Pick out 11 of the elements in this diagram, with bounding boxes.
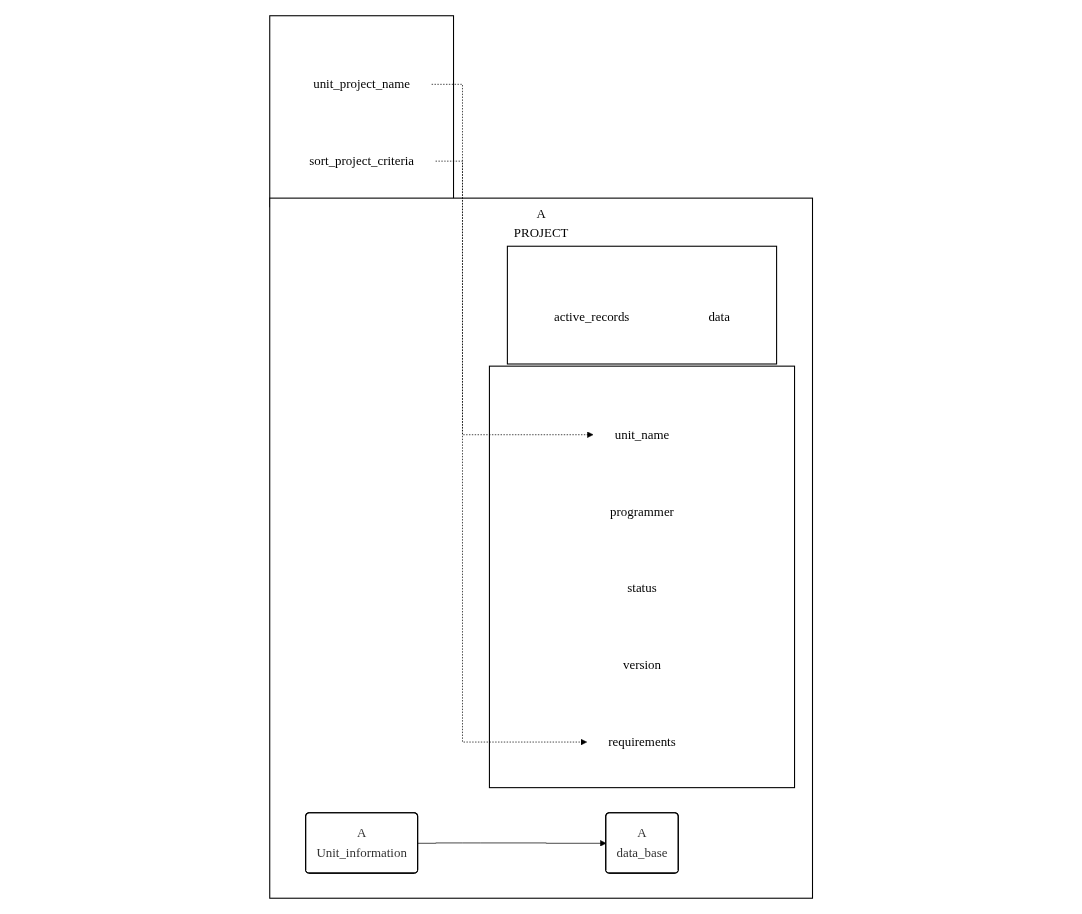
cluster: [488, 365, 795, 789]
node-text: status: [627, 580, 657, 596]
node-text: active_records: [553, 309, 630, 324]
node-text: version: [622, 657, 661, 673]
node-text: data: [708, 309, 730, 324]
node-text: programmer: [609, 504, 674, 519]
node-text: sort_project_criteria: [309, 153, 414, 168]
node-text: unit_name: [614, 427, 670, 442]
node-text: requirements: [608, 734, 676, 749]
cluster: [506, 245, 777, 365]
node-text: unit_project_name: [313, 76, 410, 92]
